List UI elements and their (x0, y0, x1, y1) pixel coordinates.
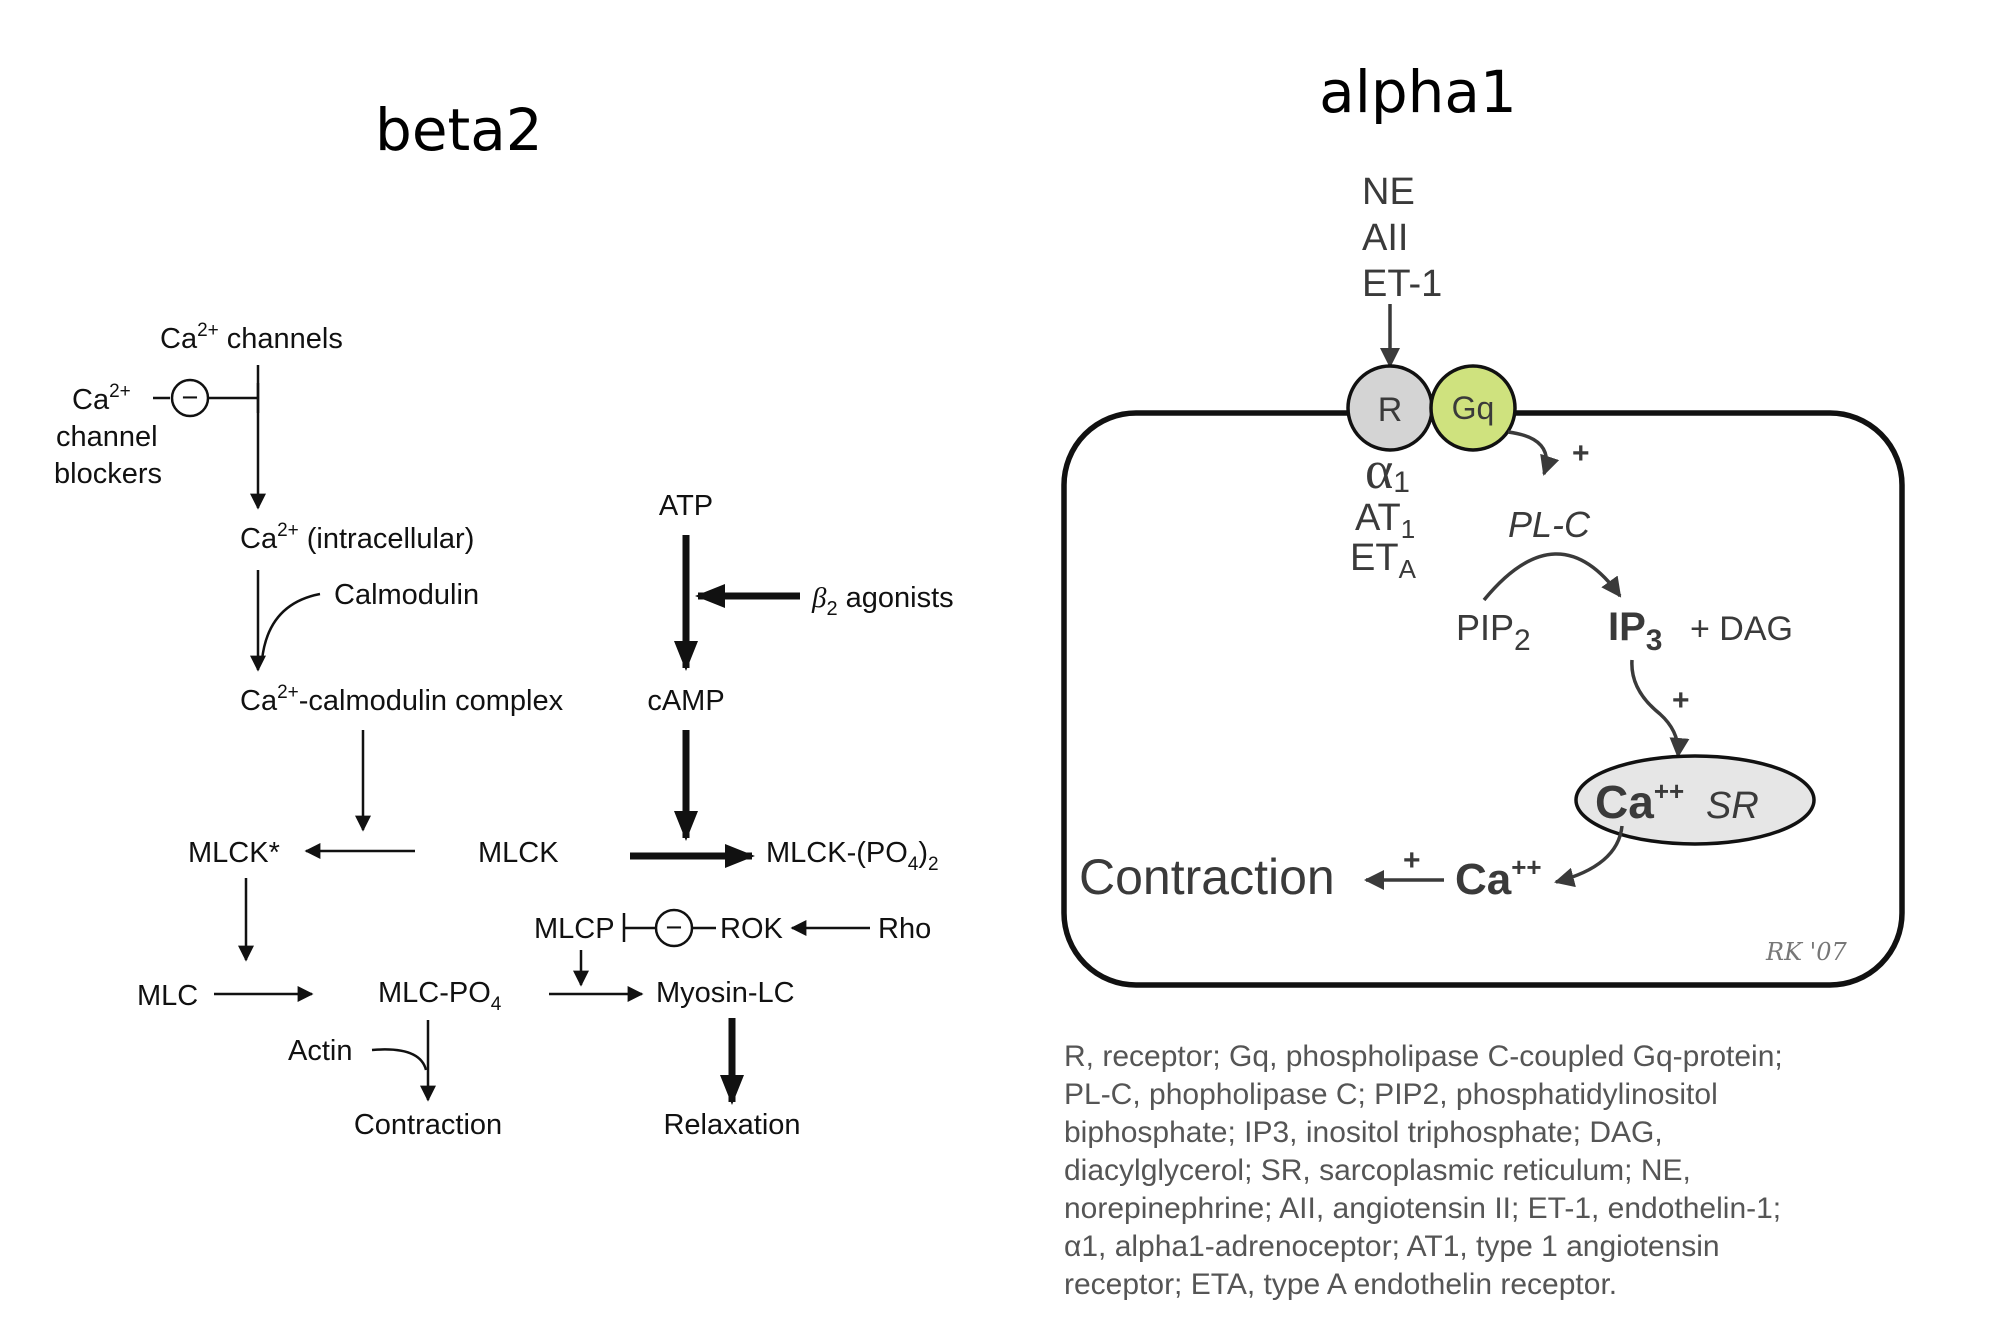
caption-line-2: PL-C, phopholipase C; PIP2, phosphatidyl… (1064, 1078, 1718, 1111)
camp-label: cAMP (647, 685, 724, 717)
atp-label: ATP (659, 490, 713, 522)
mlck-label: MLCK (478, 837, 559, 869)
caption-block: R, receptor; Gq, phospholipase C-coupled… (1064, 1040, 1783, 1301)
caption-line-5: norepinephrine; AII, angiotensin II; ET-… (1064, 1192, 1781, 1225)
agonist-et1: ET-1 (1362, 263, 1442, 305)
dag-label: + DAG (1690, 610, 1793, 648)
mlck-star-label: MLCK* (188, 837, 280, 869)
arrow-ip3-to-sr (1630, 659, 1690, 758)
pip2-label: PIP2 (1456, 607, 1531, 657)
plus-gq-plc: + (1572, 437, 1590, 470)
arrow-gq-to-plc (1507, 430, 1560, 476)
ca-free-label: Ca++ (1455, 852, 1542, 904)
caption-line-3: biphosphate; IP3, inositol triphosphate;… (1064, 1116, 1663, 1149)
minus-sign-1: − (182, 382, 199, 414)
rok-label: ROK (720, 913, 784, 945)
beta2-heading: beta2 (375, 96, 543, 164)
calmodulin-join-curve (260, 592, 321, 661)
alpha1-heading: alpha1 (1319, 58, 1517, 126)
arrow-pip2-to-ip3 (1482, 552, 1622, 602)
minus-sign-2: − (666, 912, 683, 944)
ca-calmodulin-complex-label: Ca2+-calmodulin complex (240, 682, 564, 717)
alpha1-subtype-label: α1 (1365, 440, 1410, 500)
gq-circle (1429, 364, 1517, 452)
beta2-agonists-label: β2 agonists (811, 582, 954, 620)
sr-label: SR (1706, 785, 1759, 827)
contraction-label-alpha1: Contraction (1079, 849, 1335, 905)
ca-blocker-label: Ca2+ (72, 381, 131, 416)
author-signature: RK '07 (1765, 938, 1847, 966)
sarcoplasmic-reticulum (1574, 754, 1816, 846)
blockers-label: blockers (54, 458, 162, 490)
actin-label: Actin (288, 1035, 352, 1067)
caption-line-6: α1, alpha1-adrenoceptor; AT1, type 1 ang… (1064, 1230, 1720, 1263)
calmodulin-label: Calmodulin (334, 579, 479, 611)
agonist-ne: NE (1362, 171, 1415, 213)
receptor-label: R (1378, 391, 1403, 429)
arrow-sr-to-ca (1554, 825, 1624, 888)
caption-line-1: R, receptor; Gq, phospholipase C-coupled… (1064, 1040, 1783, 1073)
ca-sr-label: Ca++ (1595, 776, 1684, 828)
actin-join-curve (371, 1048, 428, 1071)
caption-line-4: diacylglycerol; SR, sarcoplasmic reticul… (1064, 1154, 1691, 1187)
channel-label: channel (56, 421, 158, 453)
myosin-lc-label: Myosin-LC (656, 977, 795, 1009)
rho-label: Rho (878, 913, 931, 945)
plus-ip3-sr: + (1672, 684, 1690, 717)
mlc-label: MLC (137, 980, 198, 1012)
mlc-po4-label: MLC-PO4 (378, 977, 502, 1015)
plus-ca-contraction: + (1403, 844, 1421, 877)
mlcp-label: MLCP (534, 913, 615, 945)
caption-line-7: receptor; ETA, type A endothelin recepto… (1064, 1268, 1617, 1301)
gq-label: Gq (1452, 390, 1495, 426)
ca-intracellular-label: Ca2+(intracellular) (240, 520, 474, 555)
eta-subtype-label: ETA (1350, 537, 1417, 584)
contraction-label-beta2: Contraction (354, 1109, 502, 1141)
ca-channels-label: Ca2+channels (160, 320, 343, 355)
mlck-po4-label: MLCK-(PO4)2 (766, 837, 939, 875)
at1-subtype-label: AT1 (1355, 497, 1415, 544)
agonist-aii: AII (1362, 217, 1408, 259)
plc-label: PL-C (1508, 504, 1591, 545)
ip3-label: IP3 (1608, 605, 1662, 657)
relaxation-label: Relaxation (663, 1109, 800, 1141)
